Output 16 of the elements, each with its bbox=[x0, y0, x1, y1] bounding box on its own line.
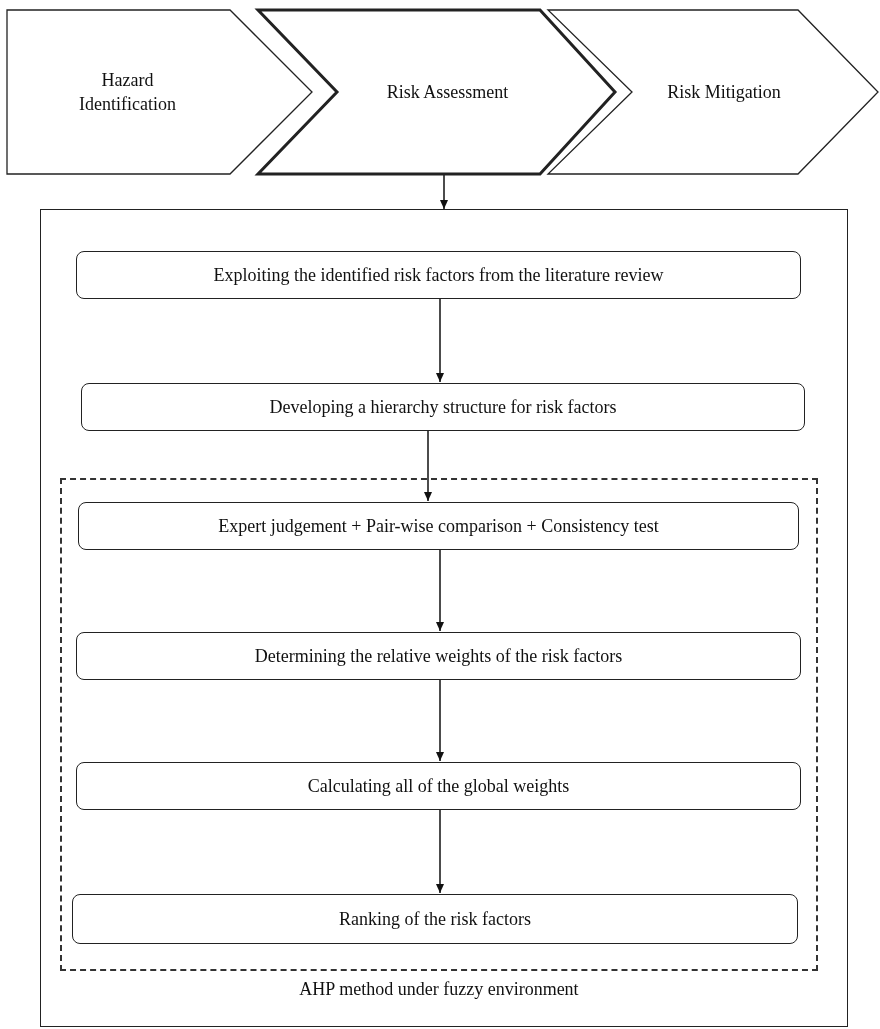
process-box: Determining the relative weights of the risk factors bbox=[76, 632, 801, 680]
process-box: Calculating all of the global weights bbox=[76, 762, 801, 810]
process-container bbox=[40, 209, 848, 1027]
arrow bbox=[424, 429, 432, 502]
arrow bbox=[436, 548, 444, 632]
arrow bbox=[436, 808, 444, 894]
process-box: Developing a hierarchy structure for risk factors bbox=[81, 383, 805, 431]
stage-label: Hazard Identification bbox=[78, 68, 177, 116]
arrow bbox=[436, 297, 444, 383]
process-box: Exploiting the identified risk factors from the literature review bbox=[76, 251, 801, 299]
process-box: Expert judgement + Pair-wise comparison + Consistency test bbox=[78, 502, 799, 550]
stage-label: Risk Mitigation bbox=[667, 80, 781, 104]
process-box: Ranking of the risk factors bbox=[72, 894, 798, 944]
arrow bbox=[436, 678, 444, 762]
stage-label: Risk Assessment bbox=[386, 80, 509, 104]
group-caption: AHP method under fuzzy environment bbox=[299, 979, 579, 999]
